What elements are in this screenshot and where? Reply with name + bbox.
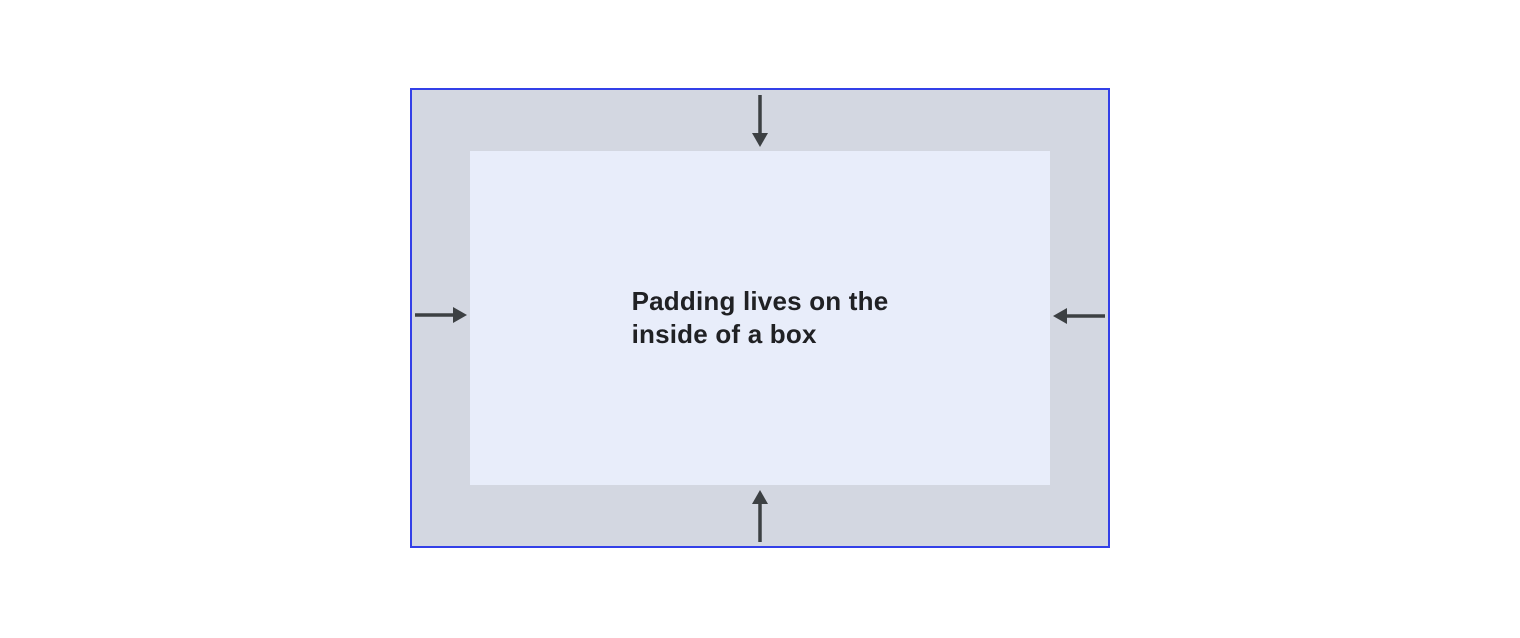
arrow-down-icon [752,95,768,147]
arrow-up-icon [752,490,768,542]
caption-line-1: Padding lives on the [631,286,889,316]
arrow-left-icon [1053,308,1105,324]
arrow-right-icon [415,307,467,323]
caption-line-2: inside of a box [631,319,817,349]
diagram-caption: Padding lives on the inside of a box [632,285,889,351]
padding-area-box: Padding lives on the inside of a box [410,88,1110,548]
content-box: Padding lives on the inside of a box [470,151,1050,485]
